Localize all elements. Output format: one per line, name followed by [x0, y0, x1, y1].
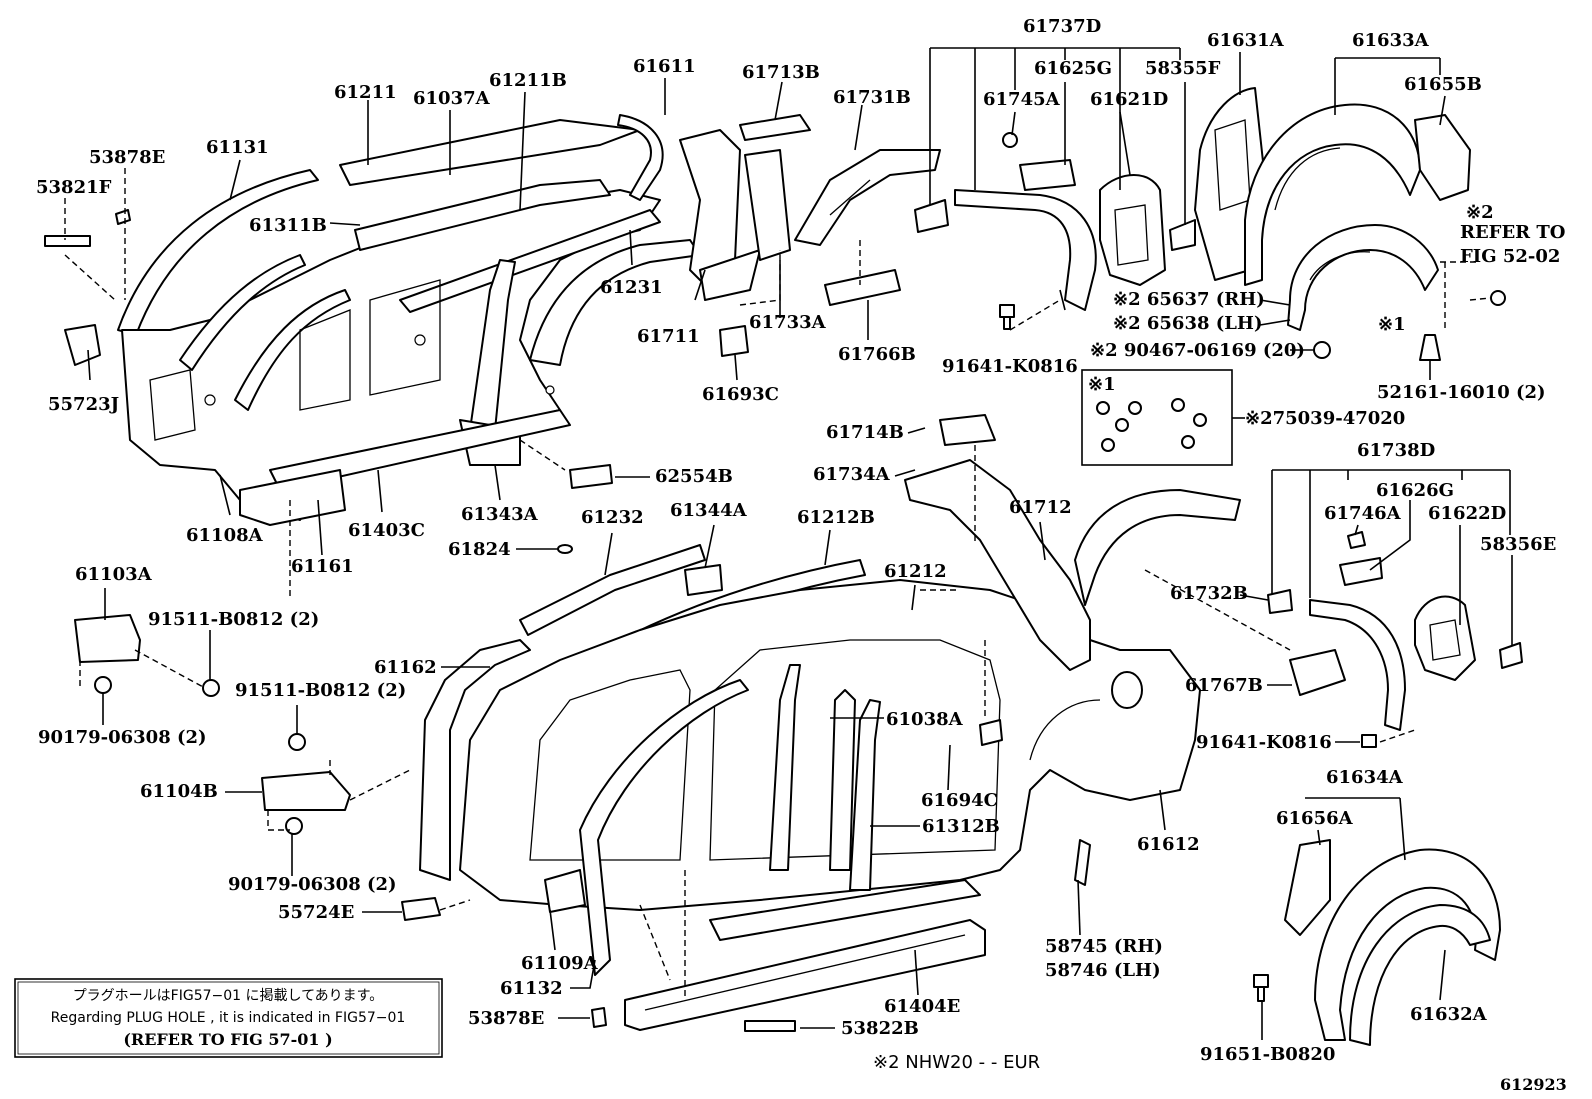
label-91511-b: 91511-B0812 (2) [235, 680, 406, 701]
label-61731B: 61731B [833, 87, 911, 108]
label-61311B: 61311B [249, 215, 327, 236]
label-61711: 61711 [637, 326, 700, 347]
label-61212: 61212 [884, 561, 947, 582]
label-61732B: 61732B [1170, 583, 1248, 604]
refer-note: ※2 REFER TO FIG 52-02 [1460, 202, 1565, 267]
label-53821F: 53821F [36, 177, 112, 198]
lower-brackets-drawing [74, 614, 796, 1032]
label-52161: 52161-16010 (2) [1377, 382, 1546, 403]
label-53878E-top: 53878E [89, 147, 165, 168]
label-61232: 61232 [581, 507, 644, 528]
label-61211B: 61211B [489, 70, 567, 91]
plug-hole-note: プラグホールはFIG57−01 に掲載してあります。 Regarding PLU… [14, 978, 443, 1058]
rear-quarter-pieces-drawing [1253, 531, 1523, 1046]
label-61655B: 61655B [1404, 74, 1482, 95]
label-61745A: 61745A [983, 89, 1061, 110]
label-91641-K0816-mid: 91641-K0816 [1196, 732, 1332, 753]
label-61713B: 61713B [742, 62, 820, 83]
label-58356E: 58356E [1480, 534, 1556, 555]
label-61104B: 61104B [140, 781, 218, 802]
label-53878E-bot: 53878E [468, 1008, 544, 1029]
quarter-inner-drawing [914, 87, 1506, 361]
label-61131: 61131 [206, 137, 269, 158]
label-61109A: 61109A [521, 953, 599, 974]
label-61211: 61211 [334, 82, 397, 103]
label-61612: 61612 [1137, 834, 1200, 855]
label-91511-a: 91511-B0812 (2) [148, 609, 319, 630]
screw-box-label: ※275039-47020 [1245, 408, 1405, 429]
label-61403C: 61403C [348, 520, 425, 541]
label-65638: ※2 65638 (LH) [1113, 313, 1262, 334]
label-61161: 61161 [291, 556, 354, 577]
label-61611: 61611 [633, 56, 696, 77]
label-61632A: 61632A [1410, 1004, 1488, 1025]
label-90467: ※2 90467-06169 (20) [1090, 340, 1305, 361]
label-61746A: 61746A [1324, 503, 1402, 524]
label-65637: ※2 65637 (RH) [1113, 289, 1265, 310]
label-61634A: 61634A [1326, 767, 1404, 788]
label-61037A: 61037A [413, 88, 491, 109]
refer-note-mark: ※2 [1466, 202, 1494, 223]
label-61734A: 61734A [813, 464, 891, 485]
label-61404E: 61404E [884, 996, 960, 1017]
label-61694C: 61694C [921, 790, 998, 811]
label-61103A: 61103A [75, 564, 153, 585]
refer-note-line2: FIG 52-02 [1460, 246, 1560, 267]
screw-box-mark: ※1 [1088, 374, 1116, 395]
label-61693C: 61693C [702, 384, 779, 405]
label-61738D: 61738D [1357, 440, 1435, 461]
label-61737D: 61737D [1023, 16, 1101, 37]
label-61231: 61231 [600, 277, 663, 298]
label-58355F: 58355F [1145, 58, 1221, 79]
label-61712: 61712 [1009, 497, 1072, 518]
label-61767B: 61767B [1185, 675, 1263, 696]
region-note: ※2 NHW20 - - EUR [873, 1052, 1040, 1073]
label-61212B: 61212B [797, 507, 875, 528]
label-61824: 61824 [448, 539, 511, 560]
label-58746: 58746 (LH) [1045, 960, 1161, 981]
label-61621D: 61621D [1090, 89, 1168, 110]
label-58745: 58745 (RH) [1045, 936, 1163, 957]
label-61626G: 61626G [1376, 480, 1454, 501]
label-61344A: 61344A [670, 500, 748, 521]
screw-icon [1096, 398, 1207, 452]
bolt-icon [999, 304, 1015, 330]
label-61625G: 61625G [1034, 58, 1112, 79]
label-61733A: 61733A [749, 312, 827, 333]
label-91641-K0816-top: 91641-K0816 [942, 356, 1078, 377]
label-61714B: 61714B [826, 422, 904, 443]
label-61162: 61162 [374, 657, 437, 678]
plug-hole-note-line1: プラグホールはFIG57−01 に掲載してあります。 [73, 988, 384, 1004]
leader-lines [64, 47, 1513, 1040]
label-61132: 61132 [500, 978, 563, 999]
label-x1-mark: ※1 [1378, 314, 1406, 335]
part-labels: 61737D 61625G 58355F 61745A 61621D 61631… [36, 16, 1556, 1065]
label-61766B: 61766B [838, 344, 916, 365]
label-91651: 91651-B0820 [1200, 1044, 1335, 1065]
label-62554B: 62554B [655, 466, 733, 487]
label-55724E: 55724E [278, 902, 354, 923]
outer-body-side-drawing [419, 414, 1241, 1031]
upper-body-side-drawing [44, 114, 941, 526]
screw-box [1081, 369, 1233, 466]
label-55723J: 55723J [48, 394, 119, 415]
label-90179-a: 90179-06308 (2) [38, 727, 207, 748]
label-61656A: 61656A [1276, 808, 1354, 829]
label-61312B: 61312B [922, 816, 1000, 837]
label-61622D: 61622D [1428, 503, 1506, 524]
diagram-number: 612923 [1500, 1075, 1567, 1094]
label-61633A: 61633A [1352, 30, 1430, 51]
refer-note-line1: REFER TO [1460, 222, 1565, 243]
plug-hole-note-line2: Regarding PLUG HOLE , it is indicated in… [51, 1010, 406, 1026]
label-90179-b: 90179-06308 (2) [228, 874, 397, 895]
label-61343A: 61343A [461, 504, 539, 525]
label-53822B: 53822B [841, 1018, 919, 1039]
label-61631A: 61631A [1207, 30, 1285, 51]
plug-hole-note-line3: (REFER TO FIG 57-01 ) [123, 1030, 332, 1049]
label-61038A: 61038A [886, 709, 964, 730]
label-61108A: 61108A [186, 525, 264, 546]
